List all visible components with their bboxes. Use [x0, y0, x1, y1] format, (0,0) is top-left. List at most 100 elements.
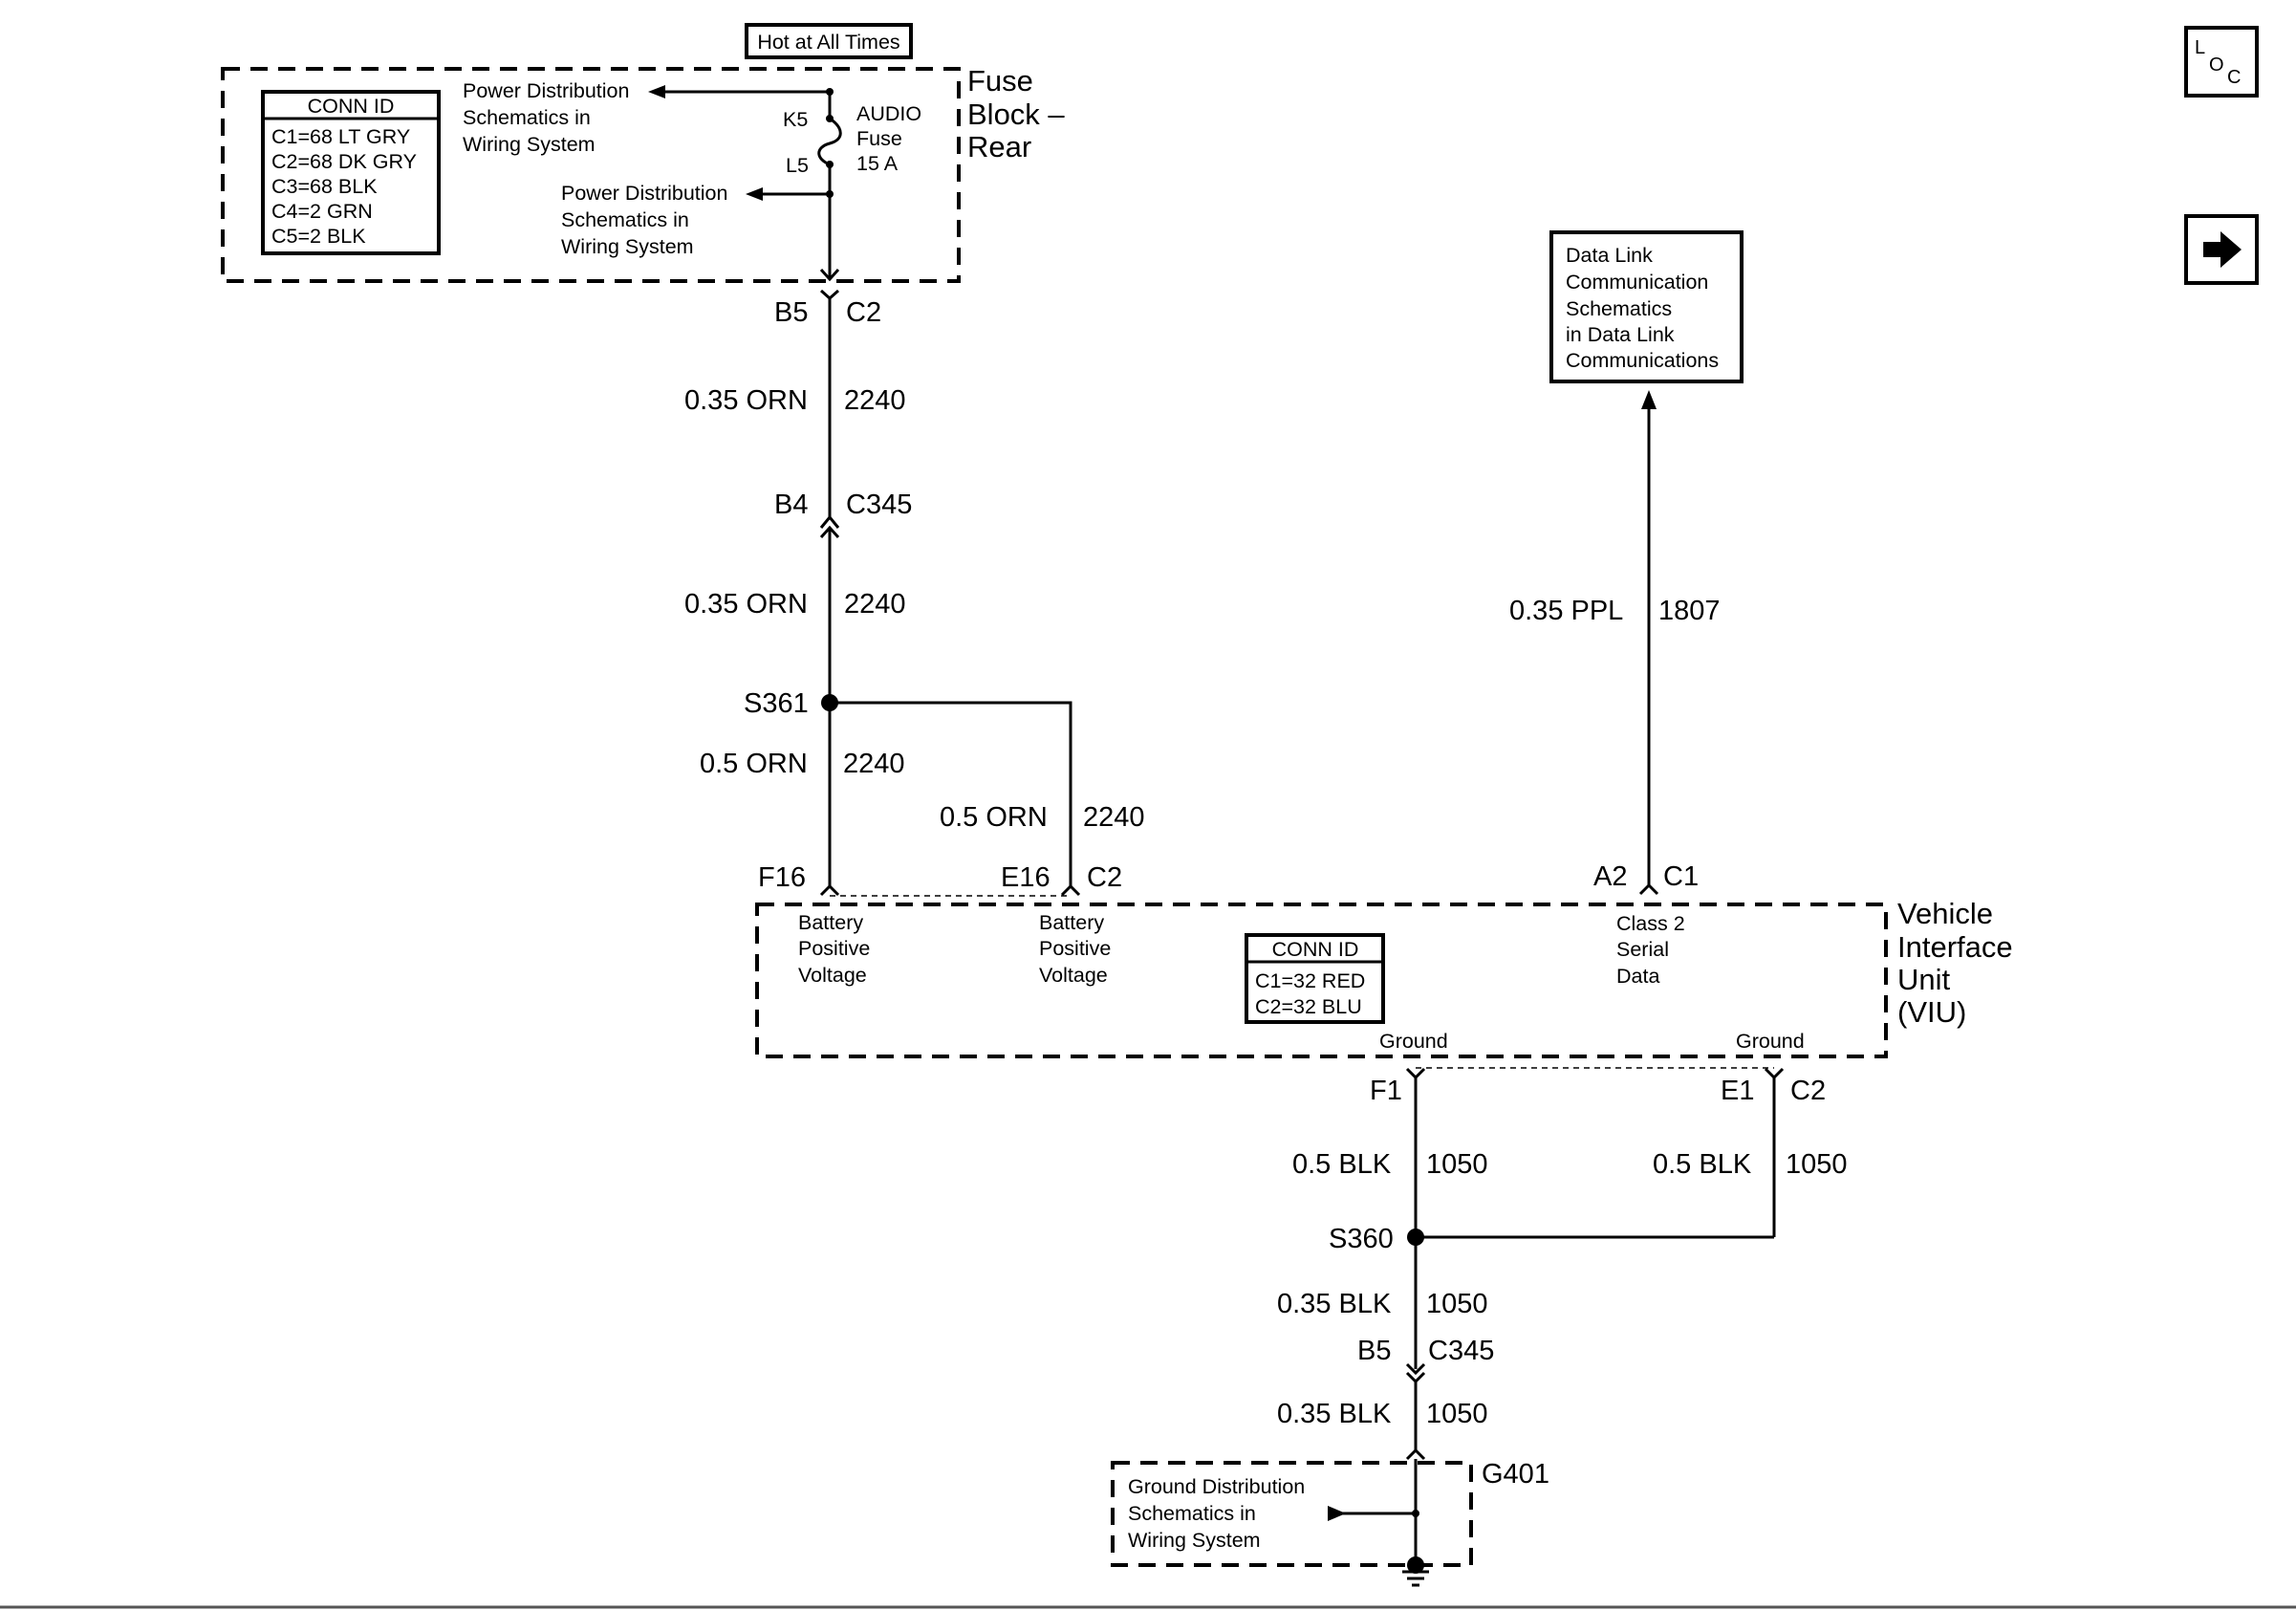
viu-name-4: (VIU)	[1897, 995, 1966, 1029]
location-button[interactable]: L O C	[2184, 26, 2259, 98]
next-page-button[interactable]	[2184, 214, 2259, 285]
connector-id-c345: C345	[846, 490, 912, 520]
svg-text:Wiring System: Wiring System	[463, 133, 596, 156]
svg-text:Schematics in: Schematics in	[463, 106, 591, 129]
svg-text:C: C	[2227, 67, 2241, 88]
svg-text:Wiring System: Wiring System	[1128, 1529, 1261, 1552]
arrow-right-icon	[2203, 231, 2242, 268]
connector-pin-b4: B4	[774, 490, 808, 520]
conn-id-row: C2=68 DK GRY	[271, 150, 417, 173]
svg-text:C1=32 RED: C1=32 RED	[1255, 969, 1365, 992]
svg-text:Class 2: Class 2	[1616, 912, 1685, 935]
arrow-up-icon	[1641, 390, 1657, 409]
wire-size: 0.5 ORN	[940, 802, 1048, 833]
wire-size: 0.35 ORN	[684, 385, 808, 416]
svg-text:Data: Data	[1616, 965, 1659, 988]
viu-conn-id-table: CONN ID C1=32 RED C2=32 BLU	[1245, 933, 1385, 1024]
viu-pin-f16-label: Battery Positive Voltage	[798, 911, 870, 987]
fuse-block-name-3: Rear	[967, 130, 1031, 163]
svg-text:O: O	[2209, 54, 2224, 76]
connector-pin-e16: E16	[1001, 862, 1051, 893]
hot-at-all-times-box	[745, 23, 913, 59]
viu-name-2: Interface	[1897, 930, 2013, 964]
svg-text:Schematics in: Schematics in	[561, 208, 689, 231]
data-link-reference-box: Data Link Communication Schematics in Da…	[1549, 230, 1744, 383]
fuse-pin-k5: K5	[783, 108, 808, 131]
power-distribution-ref-1: Power Distribution Schematics in Wiring …	[463, 79, 629, 156]
svg-text:Schematics in: Schematics in	[1128, 1502, 1256, 1525]
wire-circuit: 1807	[1658, 596, 1721, 626]
connector-id-c2: C2	[846, 297, 881, 328]
connector-id-c2-ground: C2	[1790, 1076, 1826, 1106]
svg-text:Ground Distribution: Ground Distribution	[1128, 1475, 1305, 1498]
conn-id-row: C5=2 BLK	[271, 225, 366, 248]
wire-circuit: 2240	[844, 385, 906, 416]
fuse-label-3: 15 A	[856, 152, 899, 175]
svg-text:Positive: Positive	[798, 937, 870, 960]
wire-circuit: 2240	[843, 749, 905, 779]
wire-size: 0.35 PPL	[1509, 596, 1623, 626]
wire-size: 0.35 ORN	[684, 589, 808, 620]
viu-name-1: Vehicle	[1897, 897, 1993, 930]
ground-distribution-ref: Ground Distribution Schematics in Wiring…	[1128, 1475, 1305, 1552]
conn-id-row: C1=68 LT GRY	[271, 125, 410, 148]
fuse-icon	[817, 117, 842, 166]
conn-id-title: CONN ID	[308, 95, 395, 118]
svg-text:Schematics: Schematics	[1566, 297, 1672, 320]
hot-at-all-times-label: Hot at All Times	[757, 31, 899, 54]
fuse-block-name-1: Fuse	[967, 64, 1033, 98]
svg-text:Data Link: Data Link	[1566, 244, 1653, 267]
svg-text:Voltage: Voltage	[1039, 964, 1108, 987]
arrow-left-icon	[1328, 1506, 1346, 1521]
svg-text:Voltage: Voltage	[798, 964, 867, 987]
wire-size: 0.35 BLK	[1277, 1399, 1392, 1429]
svg-text:Communications: Communications	[1566, 349, 1719, 372]
fuse-pin-l5: L5	[786, 154, 809, 177]
viu-ground-2-label: Ground	[1736, 1030, 1805, 1053]
svg-text:Battery: Battery	[1039, 911, 1104, 934]
loc-icon: L O C	[2195, 37, 2241, 88]
wire-size: 0.5 ORN	[700, 749, 808, 779]
viu-pin-e16-label: Battery Positive Voltage	[1039, 911, 1111, 987]
connector-pin-b5-lower: B5	[1357, 1336, 1391, 1366]
viu-name-3: Unit	[1897, 963, 1951, 996]
ground-g401-outline	[1111, 1461, 1473, 1567]
connector-pin-e1: E1	[1721, 1076, 1754, 1106]
wire-size: 0.5 BLK	[1653, 1149, 1752, 1180]
conn-id-row: C3=68 BLK	[271, 175, 378, 198]
svg-text:Battery: Battery	[798, 911, 863, 934]
connector-id-c345-lower: C345	[1428, 1336, 1494, 1366]
svg-text:Communication: Communication	[1566, 271, 1708, 294]
fuse-block-rear-outline	[221, 67, 961, 283]
connector-id-c1: C1	[1663, 861, 1699, 892]
svg-text:C2=32 BLU: C2=32 BLU	[1255, 995, 1362, 1018]
viu-outline	[755, 903, 1888, 1058]
power-distribution-ref-2: Power Distribution Schematics in Wiring …	[561, 182, 727, 258]
ground-g401-label: G401	[1482, 1459, 1549, 1490]
ground-symbol-icon	[1402, 1565, 1429, 1587]
connector-pin-f16: F16	[758, 862, 806, 893]
fuse-block-name-2: Block –	[967, 98, 1065, 131]
arrow-left-icon	[746, 187, 763, 201]
splice-label-s361: S361	[744, 688, 809, 719]
connector-pin-a2: A2	[1593, 861, 1627, 892]
svg-text:Serial: Serial	[1616, 938, 1669, 961]
svg-text:Power Distribution: Power Distribution	[561, 182, 727, 205]
conn-id-row: C4=2 GRN	[271, 200, 373, 223]
wire-size: 0.5 BLK	[1292, 1149, 1392, 1180]
viu-ground-1-label: Ground	[1379, 1030, 1448, 1053]
connector-pin-f1: F1	[1370, 1076, 1402, 1106]
wire-circuit: 1050	[1426, 1399, 1488, 1429]
wire-circuit: 1050	[1786, 1149, 1848, 1180]
fuse-label-2: Fuse	[856, 127, 902, 150]
svg-text:Power Distribution: Power Distribution	[463, 79, 629, 102]
svg-text:Wiring System: Wiring System	[561, 235, 694, 258]
connector-id-c2-viu: C2	[1087, 862, 1122, 893]
splice-label-s360: S360	[1329, 1224, 1394, 1254]
wire-circuit: 2240	[844, 589, 906, 620]
viu-pin-a2-label: Class 2 Serial Data	[1616, 912, 1685, 988]
wire-circuit: 2240	[1083, 802, 1145, 833]
svg-text:L: L	[2195, 37, 2205, 58]
svg-text:CONN ID: CONN ID	[1272, 938, 1359, 961]
